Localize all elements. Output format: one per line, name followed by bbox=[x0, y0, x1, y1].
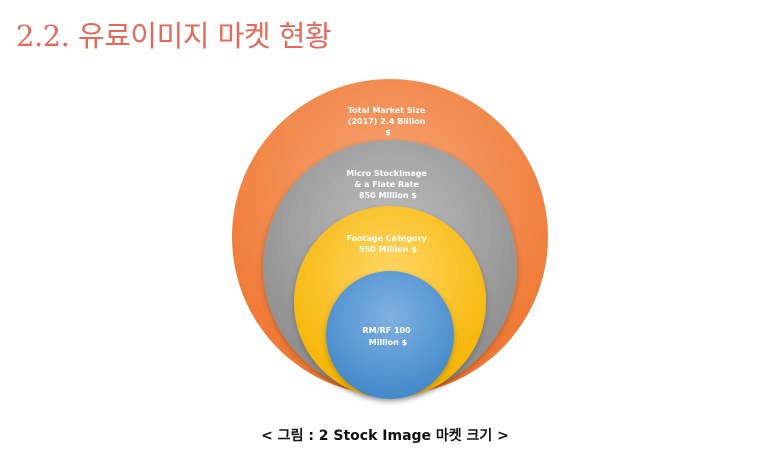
label-total-market: Total Market Size (2017) 2.4 Billion $ bbox=[348, 106, 428, 137]
figure-caption: < 그림 : 2 Stock Image 마켓 크기 > bbox=[261, 428, 509, 444]
label-micro-stock: Micro StockImage & a Flate Rate 850 Mill… bbox=[346, 169, 429, 200]
label-rm-rf: RM/RF 100 Million $ bbox=[363, 326, 414, 347]
slide-title: 2.2. 유료이미지 마켓 현황 bbox=[16, 19, 332, 53]
label-footage: Footage Category 550 Million $ bbox=[347, 234, 430, 254]
circle-rm-rf bbox=[326, 271, 454, 399]
